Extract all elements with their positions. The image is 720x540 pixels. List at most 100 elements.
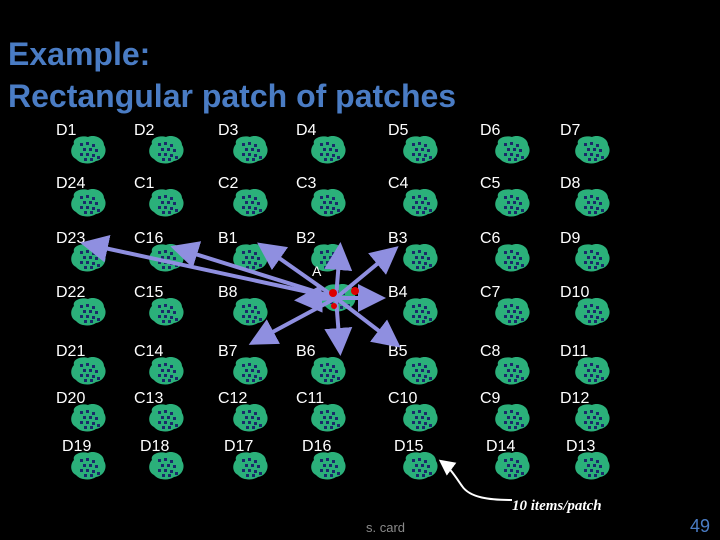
cell-label-b2: B2 bbox=[296, 230, 316, 247]
patch-icon bbox=[575, 451, 610, 480]
cell-label-d16: D16 bbox=[302, 438, 332, 455]
patch-icon bbox=[149, 297, 184, 326]
patch-icon bbox=[575, 135, 610, 164]
center-dot bbox=[351, 287, 359, 295]
cell-label-b3: B3 bbox=[388, 230, 408, 247]
cell-label-c13: C13 bbox=[134, 390, 164, 407]
cell-label-d23: D23 bbox=[56, 230, 86, 247]
neighbor-arrow bbox=[248, 296, 337, 345]
cell-label-d21: D21 bbox=[56, 343, 86, 360]
cell-label-d15: D15 bbox=[394, 438, 424, 455]
neighbor-arrow bbox=[257, 242, 338, 300]
cell-label-c4: C4 bbox=[388, 175, 409, 192]
cell-label-b8: B8 bbox=[218, 284, 238, 301]
patch-icon bbox=[495, 403, 530, 432]
cell-label-c15: C15 bbox=[134, 284, 164, 301]
neighbor-arrow bbox=[294, 284, 337, 313]
patch-icon bbox=[311, 135, 346, 164]
cell-label-c6: C6 bbox=[480, 230, 501, 247]
slide-title-line2: Rectangular patch of patches bbox=[8, 78, 457, 114]
neighbor-arrow bbox=[334, 246, 399, 300]
patch-icon bbox=[233, 188, 268, 217]
cell-label-d8: D8 bbox=[560, 175, 581, 192]
neighbor-arrow bbox=[324, 242, 353, 299]
cell-label-d12: D12 bbox=[560, 390, 590, 407]
patch-icon bbox=[403, 356, 438, 385]
cell-label-d2: D2 bbox=[134, 122, 155, 139]
patch-icon bbox=[495, 356, 530, 385]
cell-label-c11: C11 bbox=[296, 390, 325, 407]
patch-icon bbox=[403, 403, 438, 432]
patch-icon bbox=[71, 188, 106, 217]
slide-title-line1: Example: bbox=[8, 36, 151, 72]
page-number: 49 bbox=[690, 516, 711, 536]
patch-icon bbox=[71, 297, 106, 326]
patch-icon bbox=[71, 356, 106, 385]
cell-label-c5: C5 bbox=[480, 175, 501, 192]
patch-icon bbox=[149, 403, 184, 432]
cell-label-d3: D3 bbox=[218, 122, 239, 139]
patch-icon bbox=[575, 403, 610, 432]
patch-icon bbox=[495, 243, 530, 272]
cell-label-b6: B6 bbox=[296, 343, 316, 360]
cell-label-b4: B4 bbox=[388, 284, 408, 301]
cell-label-c7: C7 bbox=[480, 284, 501, 301]
cell-label-d19: D19 bbox=[62, 438, 92, 455]
cell-label-d22: D22 bbox=[56, 284, 86, 301]
cell-label-c16: C16 bbox=[134, 230, 164, 247]
patch-icon bbox=[403, 188, 438, 217]
patch-icon bbox=[233, 356, 268, 385]
cell-label-c12: C12 bbox=[218, 390, 248, 407]
cell-label-b7: B7 bbox=[218, 343, 238, 360]
patch-icon bbox=[495, 451, 530, 480]
cell-label-d13: D13 bbox=[566, 438, 596, 455]
cell-label-c9: C9 bbox=[480, 390, 501, 407]
patch-icon bbox=[495, 297, 530, 326]
cell-label-d9: D9 bbox=[560, 230, 581, 247]
patch-icon bbox=[575, 188, 610, 217]
cell-label-d14: D14 bbox=[486, 438, 516, 455]
cell-label-c8: C8 bbox=[480, 343, 501, 360]
cell-label-c1: C1 bbox=[134, 175, 155, 192]
patch-icon bbox=[149, 188, 184, 217]
patch-icon bbox=[403, 297, 438, 326]
patch-icon bbox=[71, 403, 106, 432]
patch-icon bbox=[495, 135, 530, 164]
patch-icon bbox=[311, 188, 346, 217]
patch-icon bbox=[403, 243, 438, 272]
cell-label-d10: D10 bbox=[560, 284, 590, 301]
pointer-curve-arrow bbox=[438, 459, 513, 501]
center-label: A bbox=[312, 263, 322, 279]
cell-label-d5: D5 bbox=[388, 122, 409, 139]
patch-icon bbox=[403, 451, 438, 480]
patch-icon bbox=[149, 451, 184, 480]
center-dot bbox=[329, 289, 337, 297]
cell-label-c3: C3 bbox=[296, 175, 317, 192]
cell-label-d24: D24 bbox=[56, 175, 86, 192]
patch-icon bbox=[233, 451, 268, 480]
patch-icon bbox=[233, 403, 268, 432]
cell-label-c2: C2 bbox=[218, 175, 239, 192]
patch-icon bbox=[403, 135, 438, 164]
items-per-patch-note: 10 items/patch bbox=[512, 498, 602, 514]
neighbor-arrow bbox=[334, 296, 401, 348]
patch-icon bbox=[233, 135, 268, 164]
patch-icon bbox=[311, 451, 346, 480]
patch-icon bbox=[149, 356, 184, 385]
cell-label-d4: D4 bbox=[296, 122, 317, 139]
footer-author: s. card bbox=[366, 520, 406, 535]
cell-label-d17: D17 bbox=[224, 438, 254, 455]
patch-icon bbox=[495, 188, 530, 217]
cell-label-d18: D18 bbox=[140, 438, 170, 455]
patch-icon bbox=[71, 451, 106, 480]
patch-icon bbox=[311, 403, 346, 432]
patch-icon bbox=[149, 135, 184, 164]
cell-label-d1: D1 bbox=[56, 122, 77, 139]
cell-label-d20: D20 bbox=[56, 390, 86, 407]
patch-icon bbox=[311, 356, 346, 385]
patch-icon bbox=[575, 356, 610, 385]
patch-icon bbox=[575, 243, 610, 272]
